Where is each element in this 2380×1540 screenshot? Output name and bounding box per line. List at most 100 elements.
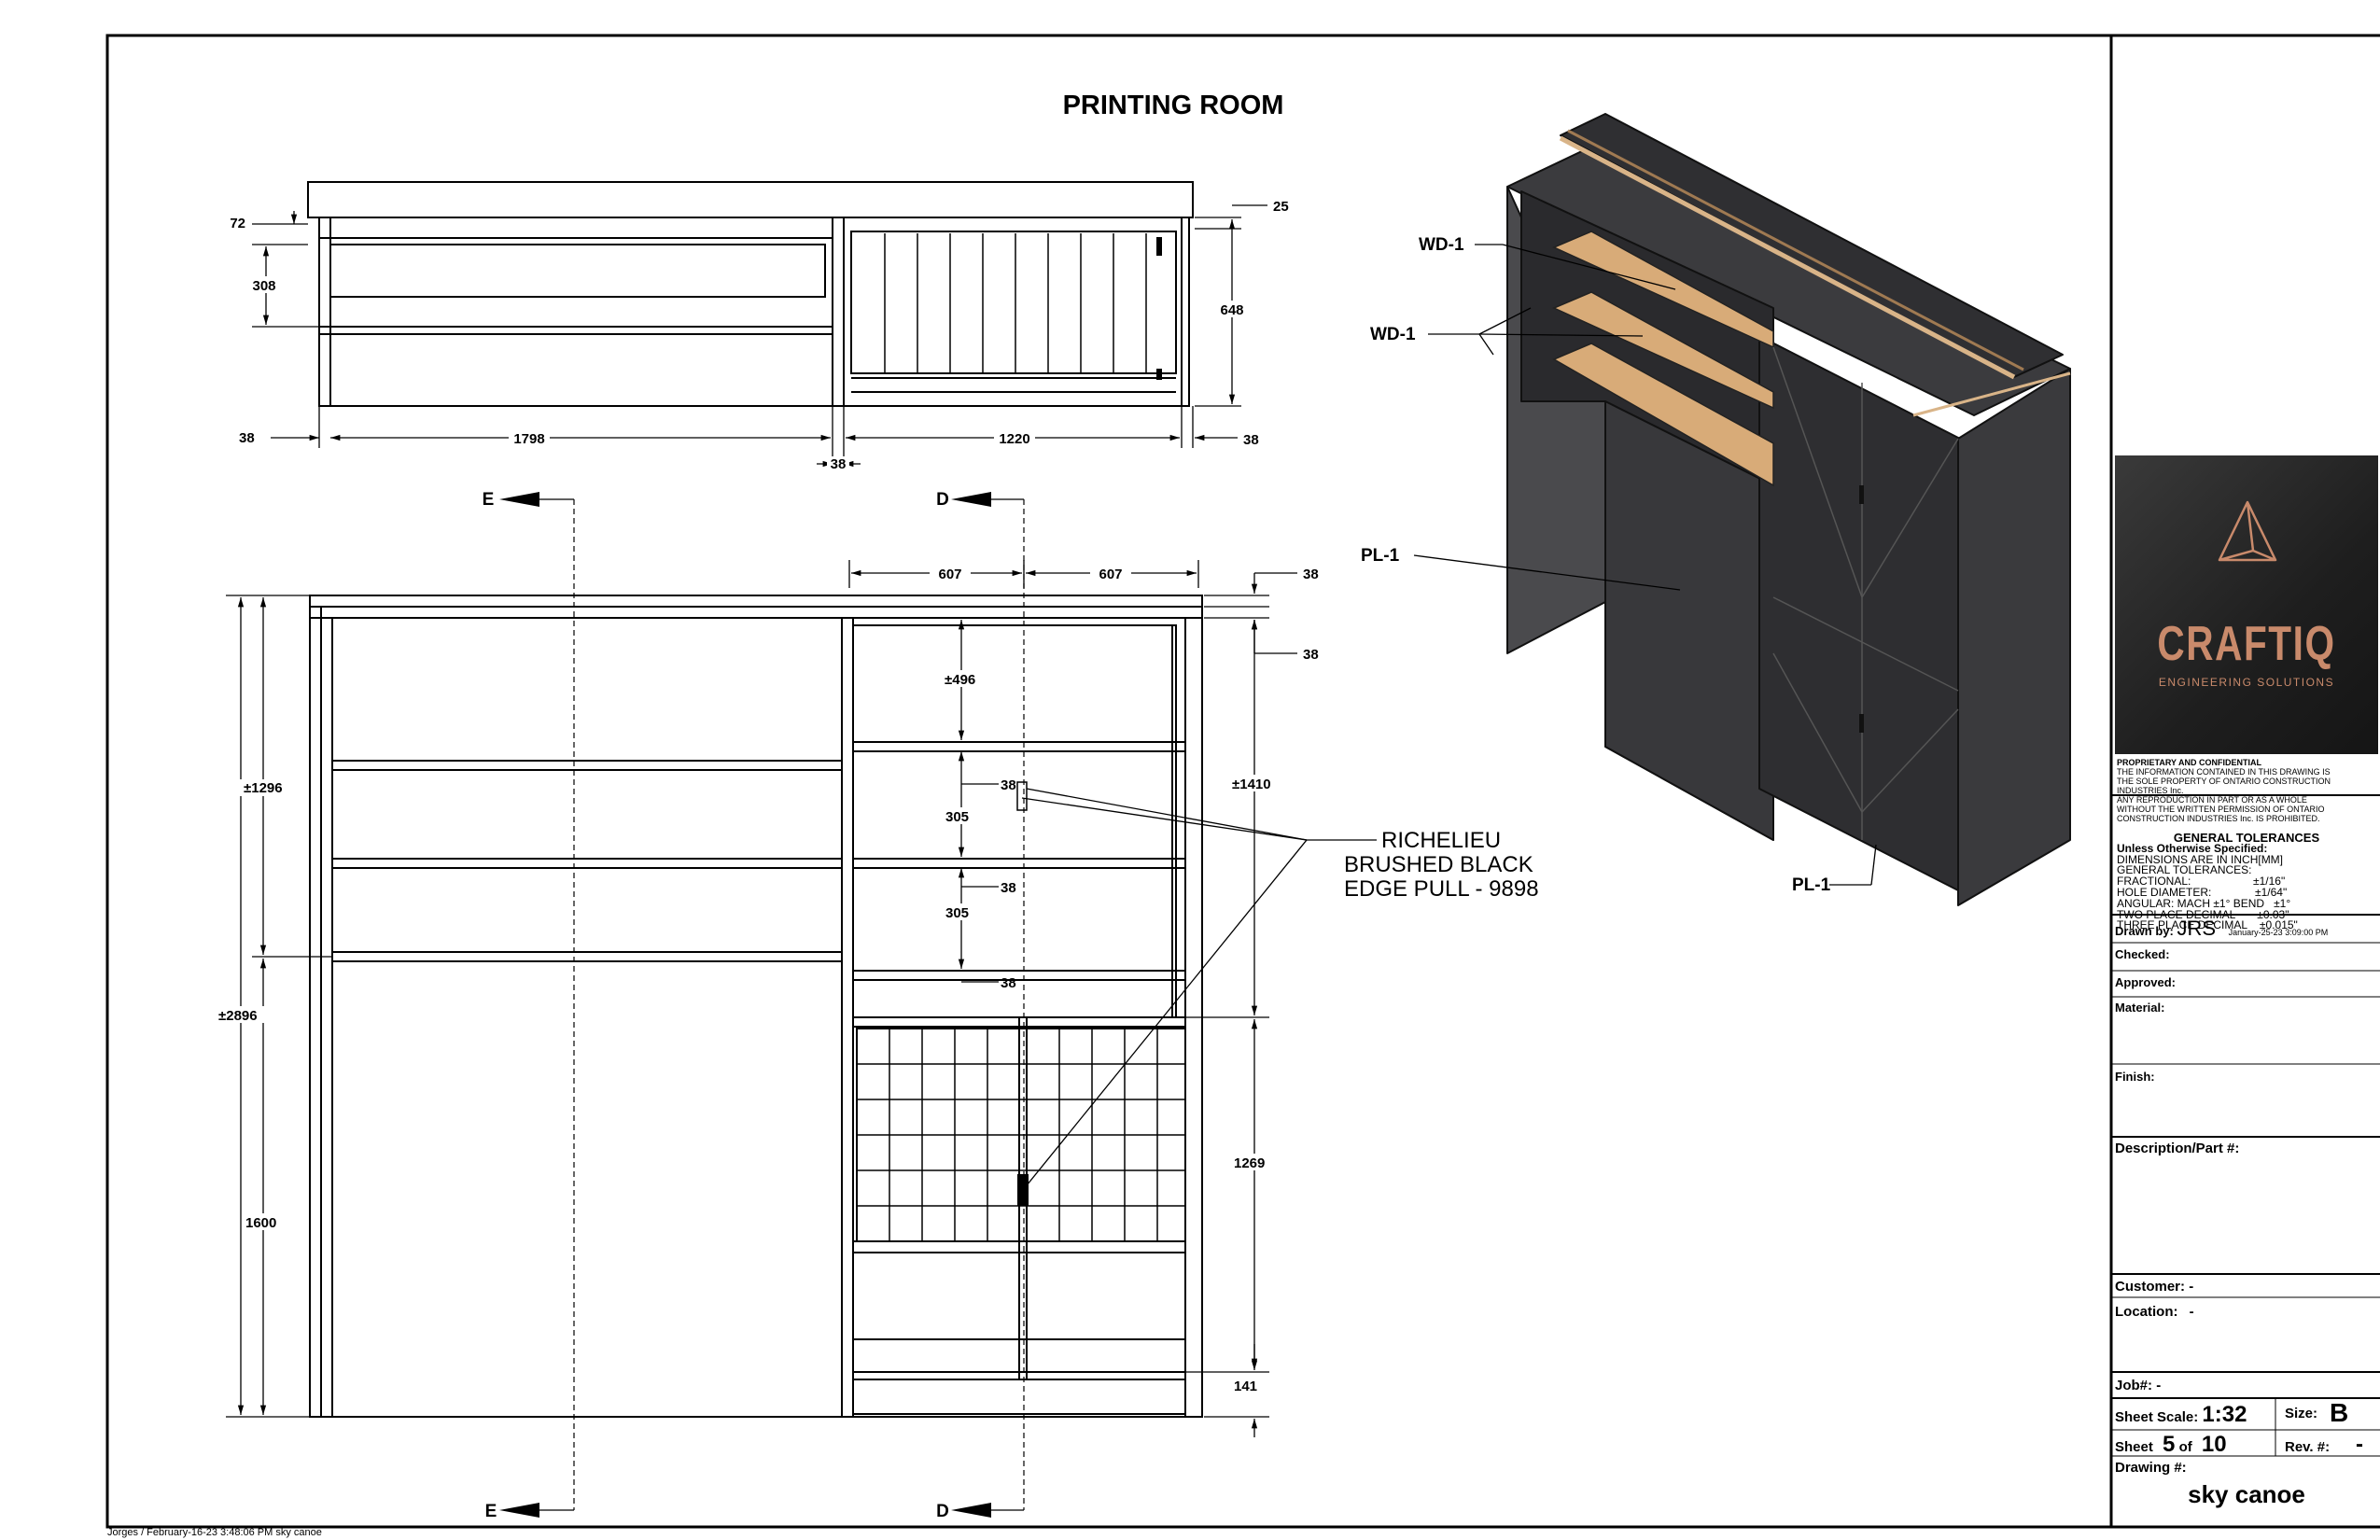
general-tolerances: GENERAL TOLERANCES Unless Otherwise Spec… bbox=[2117, 831, 2376, 932]
proprietary-line: CONSTRUCTION INDUSTRIES Inc. IS PROHIBIT… bbox=[2117, 814, 2320, 823]
sheet-of-label: of bbox=[2178, 1439, 2192, 1455]
dim-1410: ±1410 bbox=[1232, 777, 1271, 792]
front-elevation bbox=[309, 595, 1203, 1418]
dim-38-mid: 38 bbox=[831, 456, 847, 472]
title-block-lines bbox=[2111, 794, 2380, 1457]
sheet-row: Sheet 5 of 10 Rev. #: - bbox=[2115, 1432, 2378, 1458]
tolerance-line: THREE PLACE DECIMAL ±0.015" bbox=[2117, 918, 2298, 932]
dim-2896: ±2896 bbox=[218, 1008, 258, 1024]
hardware-note-line-1: RICHELIEU bbox=[1381, 828, 1501, 853]
section-e-top: E bbox=[483, 490, 495, 510]
hardware-leader bbox=[1021, 788, 1377, 1191]
tolerance-line: ANGULAR: MACH ±1° BEND ±1° bbox=[2117, 896, 2291, 910]
drawing-number-label: Drawing #: bbox=[2115, 1460, 2187, 1476]
proprietary-notice: PROPRIETARY AND CONFIDENTIAL THE INFORMA… bbox=[2117, 758, 2376, 823]
dim-607-left: 607 bbox=[938, 567, 961, 582]
location-label: Location: bbox=[2115, 1304, 2178, 1320]
dim-496: ±496 bbox=[945, 672, 975, 688]
material-label: Material: bbox=[2115, 1001, 2165, 1015]
checked-label: Checked: bbox=[2115, 947, 2170, 961]
sheet-number: 5 bbox=[2163, 1432, 2176, 1457]
iso-label-pl1-back: PL-1 bbox=[1361, 546, 1400, 566]
dim-38-left: 38 bbox=[239, 430, 255, 446]
sheet-border bbox=[105, 34, 2380, 1529]
logo-pyramid-icon bbox=[2218, 500, 2277, 562]
section-e-bottom: E bbox=[485, 1502, 497, 1521]
job-label: Job#: bbox=[2115, 1378, 2153, 1393]
section-d-top: D bbox=[936, 490, 949, 510]
tolerance-line: Unless Otherwise Specified: bbox=[2117, 841, 2268, 855]
proprietary-line: WITHOUT THE WRITTEN PERMISSION OF ONTARI… bbox=[2117, 805, 2325, 814]
rev-label: Rev. #: bbox=[2285, 1439, 2331, 1455]
elevation-dimensions bbox=[226, 560, 1297, 1437]
tolerance-line: DIMENSIONS ARE IN INCH[MM] bbox=[2117, 852, 2284, 866]
title-block: CRAFTIQ ENGINEERING SOLUTIONS PROPRIETAR… bbox=[2111, 37, 2380, 1527]
iso-label-pl1-side: PL-1 bbox=[1792, 875, 1831, 895]
drawing-number: sky canoe bbox=[2188, 1480, 2305, 1508]
size-label: Size: bbox=[2285, 1406, 2318, 1421]
dim-305-upper: 305 bbox=[945, 809, 969, 825]
sheet-label: Sheet bbox=[2115, 1439, 2153, 1455]
rev-value: - bbox=[2356, 1432, 2363, 1457]
tolerance-line: HOLE DIAMETER: ±1/64" bbox=[2117, 885, 2288, 899]
proprietary-line: ANY REPRODUCTION IN PART OR AS A WHOLE bbox=[2117, 795, 2307, 805]
job-row: Job#: - bbox=[2115, 1378, 2378, 1393]
dim-38-shelf-1: 38 bbox=[1001, 777, 1016, 793]
iso-label-wd1-shelves: WD-1 bbox=[1370, 325, 1416, 344]
dim-1798: 1798 bbox=[513, 431, 544, 447]
section-d-bottom: D bbox=[936, 1502, 949, 1521]
dim-1600: 1600 bbox=[245, 1215, 276, 1231]
dim-38-shelf-3: 38 bbox=[1001, 975, 1016, 991]
drawn-by-row: Drawn by: JRS January-25-23 3:09:00 PM bbox=[2115, 917, 2378, 941]
iso-leaders bbox=[1413, 244, 1877, 886]
proprietary-line: INDUSTRIES Inc. bbox=[2117, 786, 2184, 795]
hardware-note-line-2: BRUSHED BLACK bbox=[1344, 852, 1533, 877]
customer-value: - bbox=[2189, 1279, 2194, 1295]
drawn-by-value: JRS bbox=[2177, 917, 2217, 940]
dim-1269: 1269 bbox=[1234, 1155, 1265, 1171]
dim-38-top-1: 38 bbox=[1303, 567, 1319, 582]
dim-305-lower: 305 bbox=[945, 905, 969, 921]
job-value: - bbox=[2156, 1378, 2162, 1393]
location-value: - bbox=[2189, 1304, 2194, 1320]
dim-38-top-2: 38 bbox=[1303, 647, 1319, 663]
dim-607-right: 607 bbox=[1099, 567, 1122, 582]
dim-308: 308 bbox=[252, 278, 275, 294]
scale-label: Sheet Scale: bbox=[2115, 1409, 2199, 1425]
dim-25: 25 bbox=[1273, 199, 1289, 215]
description-label: Description/Part #: bbox=[2115, 1141, 2240, 1156]
drawing-title: PRINTING ROOM bbox=[1063, 91, 1284, 120]
sheet-total: 10 bbox=[2201, 1432, 2227, 1457]
section-markers bbox=[499, 492, 1025, 1518]
customer-label: Customer: bbox=[2115, 1279, 2186, 1295]
tolerance-line: FRACTIONAL: ±1/16" bbox=[2117, 875, 2286, 889]
dim-1296: ±1296 bbox=[244, 780, 283, 796]
plan-view bbox=[307, 181, 1194, 407]
proprietary-line: THE INFORMATION CONTAINED IN THIS DRAWIN… bbox=[2117, 767, 2331, 777]
dim-38-right: 38 bbox=[1243, 432, 1259, 448]
tolerance-line: TWO PLACE DECIMAL ±0.03" bbox=[2117, 907, 2289, 921]
logo-tagline: ENGINEERING SOLUTIONS bbox=[2158, 676, 2335, 689]
scale-row: Sheet Scale: 1:32 Size: B bbox=[2115, 1398, 2378, 1428]
customer-row: Customer: - bbox=[2115, 1279, 2378, 1295]
proprietary-heading: PROPRIETARY AND CONFIDENTIAL bbox=[2117, 758, 2262, 767]
logo-brand: CRAFTIQ bbox=[2157, 617, 2336, 671]
drawn-by-label: Drawn by: bbox=[2115, 924, 2174, 938]
edge-pull-upper bbox=[1016, 781, 1028, 811]
dim-72: 72 bbox=[230, 216, 245, 231]
company-logo: CRAFTIQ ENGINEERING SOLUTIONS bbox=[2115, 455, 2378, 754]
tolerances-heading: GENERAL TOLERANCES bbox=[2173, 831, 2320, 845]
dim-1220: 1220 bbox=[999, 431, 1029, 447]
size-value: B bbox=[2330, 1398, 2349, 1427]
approved-label: Approved: bbox=[2115, 975, 2176, 989]
dim-38-shelf-2: 38 bbox=[1001, 880, 1016, 896]
iso-label-wd1-top: WD-1 bbox=[1419, 235, 1464, 255]
finish-label: Finish: bbox=[2115, 1070, 2155, 1084]
iso-shelves bbox=[1552, 231, 1774, 487]
glass-grid bbox=[857, 1029, 1185, 1241]
scale-value: 1:32 bbox=[2202, 1402, 2247, 1427]
dim-141: 141 bbox=[1234, 1379, 1257, 1394]
drawn-date: January-25-23 3:09:00 PM bbox=[2228, 928, 2329, 937]
plot-stamp-footer: Jorges / February-16-23 3:48:06 PM sky c… bbox=[107, 1527, 322, 1538]
